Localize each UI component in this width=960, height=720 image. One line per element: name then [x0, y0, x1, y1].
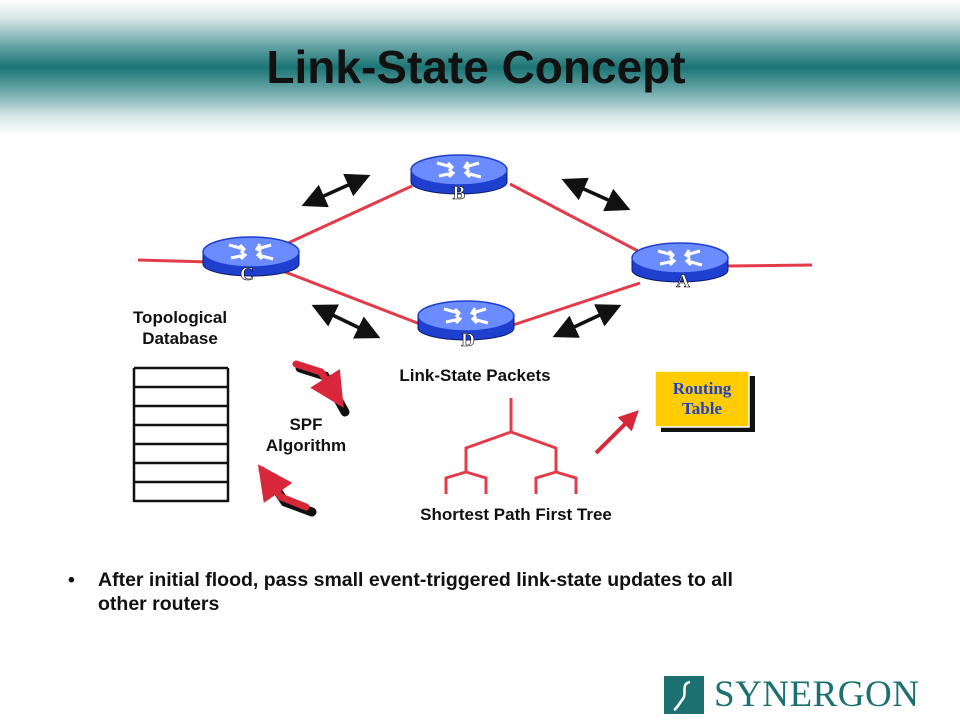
double-arrow-icon	[552, 304, 622, 338]
topological-database-stack	[132, 366, 230, 503]
link-c-d	[279, 268, 421, 326]
link-d-a	[509, 281, 641, 328]
router-a: A	[630, 241, 730, 292]
router-d: D	[416, 299, 516, 351]
routing-table-box	[654, 370, 755, 432]
link-c-b	[285, 184, 413, 246]
double-arrow-icon	[561, 177, 631, 212]
flood-arrows	[301, 173, 631, 339]
link-a-external	[727, 263, 813, 268]
router-d-label: D	[461, 330, 475, 351]
router-c-label: C	[240, 264, 254, 285]
link-b-a	[509, 182, 641, 254]
link-state-packets-label: Link-State Packets	[399, 366, 551, 385]
header-band	[0, 0, 960, 135]
router-b-label: B	[453, 183, 466, 204]
router-a-label: A	[676, 271, 690, 292]
synergon-logo: SYNERGON	[664, 676, 946, 714]
link-c-external	[137, 258, 211, 264]
routing-table-label: Routing Table	[672, 379, 732, 418]
slide-title: Link-State Concept	[266, 41, 686, 93]
bullet-point: • After initial flood, pass small event-…	[68, 568, 748, 616]
router-b: B	[409, 153, 509, 204]
spf-tree	[444, 398, 578, 494]
topological-database-label: Topological Database	[132, 308, 228, 348]
spf-cycle-arrows	[257, 360, 350, 517]
bullet-text: After initial flood, pass small event-tr…	[98, 569, 733, 615]
double-arrow-icon	[311, 304, 381, 339]
spf-algorithm-label: SPF Algorithm	[265, 415, 347, 455]
synergon-logo-mark-icon	[664, 676, 704, 714]
synergon-logo-text: SYNERGON	[714, 674, 920, 715]
router-c: C	[201, 235, 301, 285]
network-links	[137, 182, 813, 328]
arrow-to-routing-table-icon	[594, 410, 639, 455]
double-arrow-icon	[301, 173, 371, 208]
bullet-dot-icon: •	[68, 569, 75, 591]
shortest-path-tree-label: Shortest Path First Tree	[420, 505, 612, 524]
